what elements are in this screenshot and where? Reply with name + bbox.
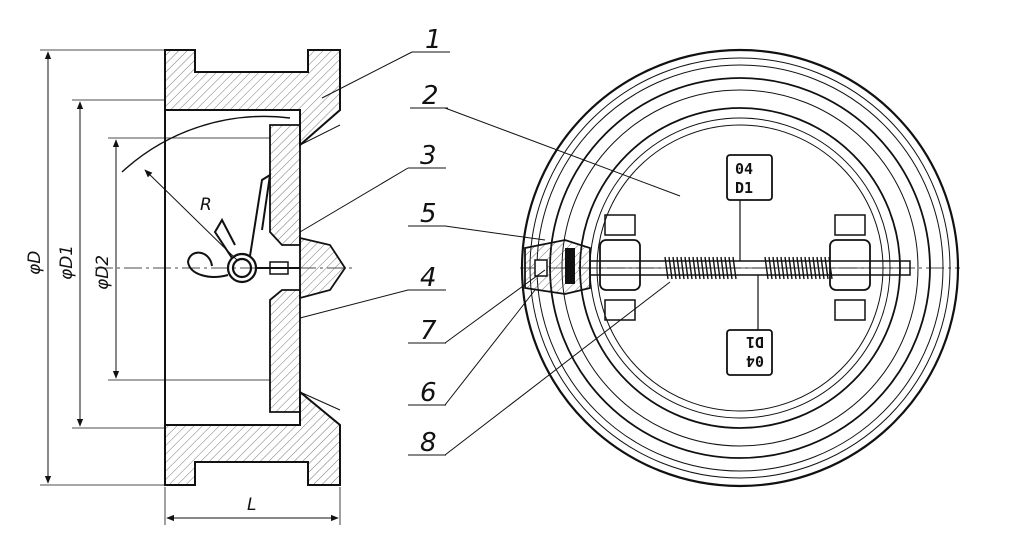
spring-coil	[676, 256, 681, 280]
spring-coil	[776, 256, 781, 280]
spring-coil	[728, 256, 733, 280]
spring-coil	[672, 256, 677, 280]
center-stop	[299, 236, 347, 300]
spring-coil	[680, 256, 685, 280]
spring-coil	[820, 256, 825, 280]
spring-coil	[692, 256, 697, 280]
spring-coil	[808, 256, 813, 280]
spring-coil	[816, 256, 821, 280]
spring-coil	[784, 256, 789, 280]
nameplate-bottom-line2: D1	[746, 333, 764, 351]
shaft-springs	[664, 256, 833, 280]
callout-4-label: 4	[420, 263, 437, 293]
nameplate-top-line2: D1	[735, 179, 753, 197]
nameplate-bottom-line1: 04	[746, 352, 764, 370]
spring-coil	[788, 256, 793, 280]
callout-7-label: 7	[420, 316, 437, 346]
spring-coil	[684, 256, 689, 280]
spring-coil	[688, 256, 693, 280]
d2-label: φD2	[93, 255, 113, 290]
nameplate-bottom: 04 D1	[726, 275, 773, 376]
spring-coil	[696, 256, 701, 280]
spring	[186, 173, 300, 284]
spring-coil	[664, 256, 669, 280]
spring-coil	[700, 256, 705, 280]
spring-coil	[712, 256, 717, 280]
callout-6: 6	[408, 289, 536, 408]
callout-8: 8	[408, 281, 671, 458]
body-top-section	[164, 49, 341, 148]
spring-coil	[732, 256, 737, 280]
spring-coil	[708, 256, 713, 280]
d1-label: φD1	[57, 245, 77, 280]
dimension-d2: φD2	[93, 137, 270, 381]
disc-plate-lower	[269, 289, 301, 413]
callout-2-label: 2	[422, 81, 439, 111]
stop-left	[599, 214, 641, 321]
spring-coil	[724, 256, 729, 280]
spring-coil	[780, 256, 785, 280]
callout-2: 2	[410, 81, 681, 197]
od-label: φD	[25, 251, 45, 275]
callouts: 1 2 3 5 4 7 6	[299, 25, 681, 458]
callout-7: 7	[408, 269, 546, 346]
spring-coil	[824, 256, 829, 280]
disc-plate-upper	[269, 124, 301, 246]
dimension-d1: φD1	[57, 99, 165, 429]
dimension-length: L	[164, 487, 341, 525]
callout-5-label: 5	[420, 199, 437, 229]
spring-coil	[716, 256, 721, 280]
stop-right	[829, 214, 871, 321]
callout-1-label: 1	[425, 25, 442, 55]
spring-coil	[668, 256, 673, 280]
callout-3-label: 3	[420, 141, 437, 171]
spring-coil	[704, 256, 709, 280]
spring-coil	[804, 256, 809, 280]
spring-coil	[772, 256, 777, 280]
spring-coil	[796, 256, 801, 280]
dimension-od: φD	[25, 49, 165, 486]
section-view: R φD φD1 φD2 L	[25, 49, 355, 525]
spring-coil	[800, 256, 805, 280]
length-label: L	[247, 495, 256, 515]
body-bottom-section	[164, 389, 341, 486]
callout-6-label: 6	[420, 378, 437, 408]
nameplate-top: 04 D1	[726, 154, 773, 261]
callout-5: 5	[408, 199, 546, 241]
front-view: 04 D1 04 D1	[520, 48, 960, 488]
callout-4: 4	[299, 263, 446, 319]
spring-coil	[792, 256, 797, 280]
spring-coil	[768, 256, 773, 280]
spring-coil	[764, 256, 769, 280]
callout-8-label: 8	[420, 428, 437, 458]
nameplate-top-line1: 04	[735, 160, 753, 178]
spring-coil	[720, 256, 725, 280]
radius-label: R	[200, 195, 212, 215]
callout-1: 1	[321, 25, 450, 99]
spring-coil	[812, 256, 817, 280]
callout-3: 3	[299, 141, 446, 233]
